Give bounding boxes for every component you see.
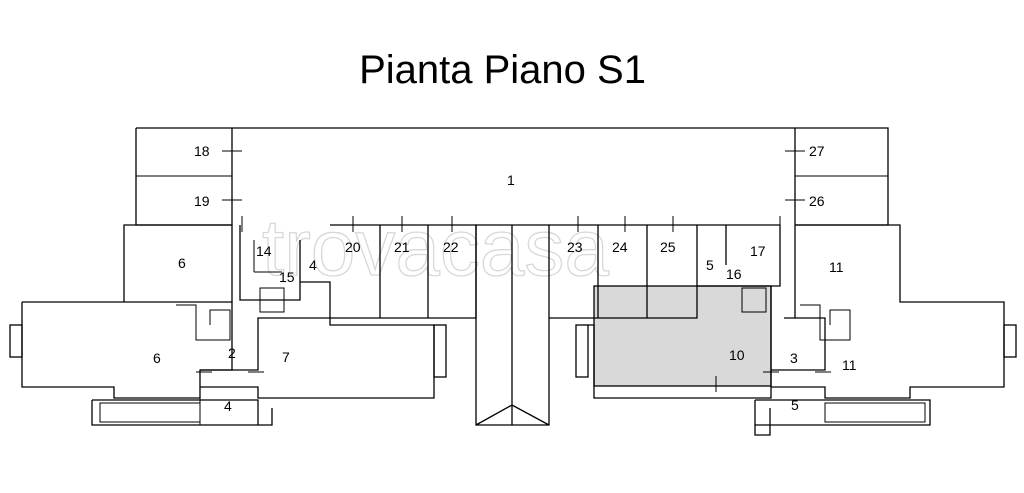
door-ticks — [196, 150, 831, 392]
plan-title: Pianta Piano S1 — [359, 48, 646, 92]
storage-row-right — [549, 224, 698, 319]
room-label: 5 — [791, 397, 799, 413]
room-label: 20 — [345, 239, 361, 255]
room-label: 22 — [443, 239, 459, 255]
room-label: 16 — [726, 266, 742, 282]
ramp — [475, 224, 550, 426]
room-label: 17 — [750, 243, 766, 259]
room-label: 14 — [256, 243, 272, 259]
room-10-highlight[interactable] — [593, 285, 772, 387]
room-label: 19 — [194, 193, 210, 209]
room-label: 10 — [729, 347, 745, 363]
room-label: 4 — [224, 398, 232, 414]
stair-icon — [741, 287, 767, 313]
room-label: 18 — [194, 143, 210, 159]
room-label: 24 — [612, 239, 628, 255]
room-label: 27 — [809, 143, 825, 159]
stair-icon — [176, 304, 231, 341]
room-label: 21 — [394, 239, 410, 255]
right-wing — [588, 224, 1005, 399]
room-label: 6 — [153, 350, 161, 366]
room-label: 23 — [567, 239, 583, 255]
room-label: 5 — [706, 257, 714, 273]
stair-icon — [259, 287, 285, 313]
room-label: 26 — [809, 193, 825, 209]
room-label: 11 — [829, 259, 844, 275]
room-label: 15 — [279, 269, 295, 285]
room-label: 11 — [842, 357, 857, 373]
room-label: 25 — [660, 239, 676, 255]
room-label: 6 — [178, 255, 186, 271]
room-label: 7 — [282, 349, 290, 365]
room-label: 3 — [790, 350, 798, 366]
room-label: 2 — [228, 345, 236, 361]
room-label: 1 — [507, 172, 515, 188]
room-label: 4 — [309, 257, 317, 273]
stair-icon — [800, 304, 851, 341]
watermark-text: trovacasa — [262, 203, 609, 292]
